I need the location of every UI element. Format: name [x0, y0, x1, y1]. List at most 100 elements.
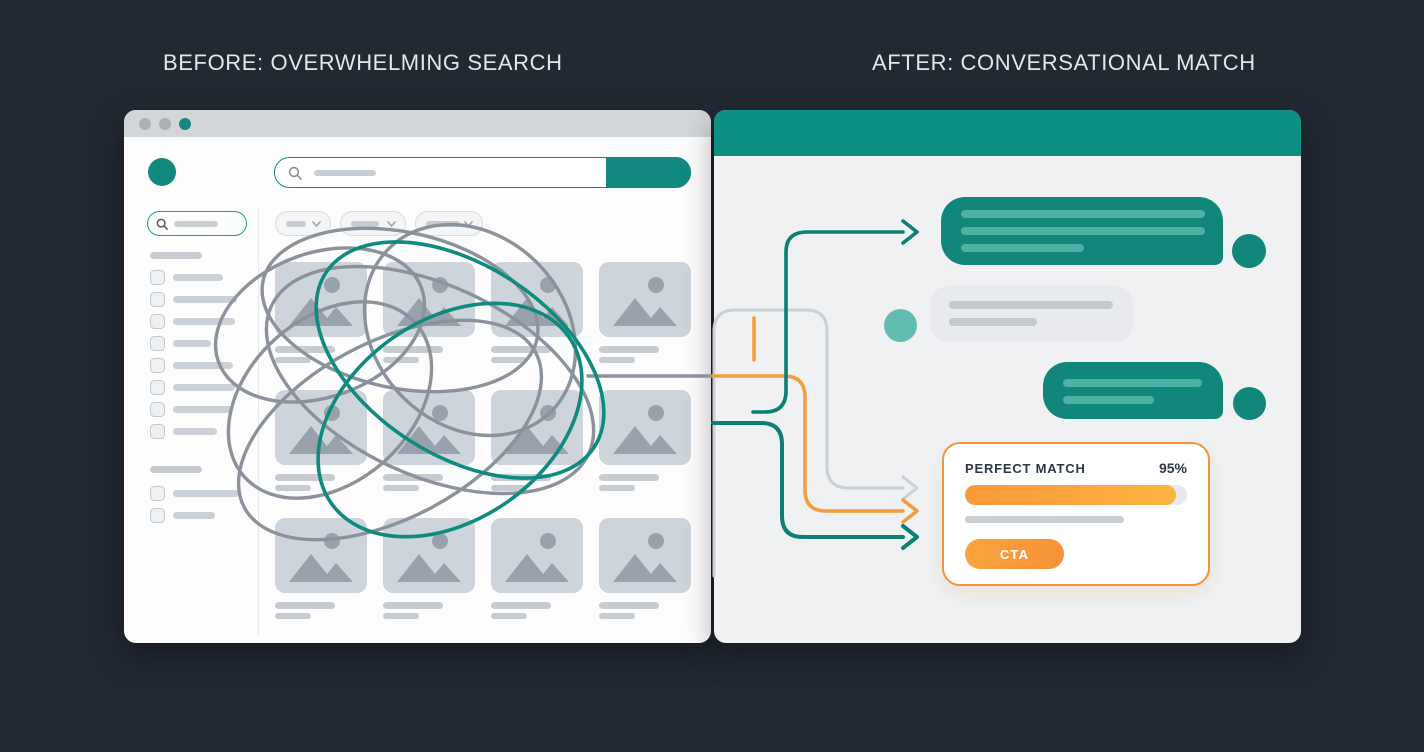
window-control-dot[interactable] [179, 117, 191, 130]
product-card[interactable] [383, 518, 475, 619]
product-text-line [383, 346, 443, 353]
chevron-down-icon [387, 221, 396, 228]
chat-text-line [949, 301, 1113, 309]
image-placeholder-icon [383, 390, 475, 465]
assistant-avatar [1233, 387, 1266, 420]
perfect-match-card: PERFECT MATCH 95% CTA [942, 442, 1210, 586]
filter-checkbox[interactable] [150, 270, 165, 285]
search-button[interactable] [606, 157, 691, 188]
sidebar-filter-item [150, 314, 252, 329]
filter-checkbox[interactable] [150, 358, 165, 373]
image-placeholder-icon [491, 262, 583, 337]
assistant-chat-bubble [941, 197, 1223, 265]
sidebar-search-input[interactable] [147, 211, 247, 236]
image-placeholder-icon [599, 262, 691, 337]
product-card[interactable] [491, 262, 583, 363]
product-text-line [383, 485, 419, 491]
product-text-line [491, 357, 527, 363]
match-progress-bar [965, 485, 1187, 505]
filter-label-line [173, 296, 237, 303]
window-control-dot[interactable] [139, 117, 151, 130]
match-card-header: PERFECT MATCH 95% [965, 460, 1187, 476]
chat-text-line [961, 227, 1205, 235]
product-card[interactable] [383, 262, 475, 363]
search-placeholder-line [174, 221, 218, 227]
product-card[interactable] [599, 390, 691, 491]
sidebar-filter-item [150, 336, 252, 351]
dropdown-label-line [351, 221, 379, 227]
chevron-down-icon [312, 221, 321, 228]
sidebar-filter-item [150, 292, 252, 307]
filter-checkbox[interactable] [150, 292, 165, 307]
filter-dropdown[interactable] [415, 211, 483, 236]
product-text-line [491, 602, 551, 609]
image-placeholder-icon [275, 390, 367, 465]
image-placeholder-icon [491, 390, 583, 465]
filter-checkbox[interactable] [150, 380, 165, 395]
product-card[interactable] [275, 518, 367, 619]
chat-text-line [949, 318, 1037, 326]
image-placeholder-icon [383, 262, 475, 337]
sidebar-group-heading-line [150, 466, 202, 473]
user-avatar [884, 309, 917, 342]
filter-dropdown[interactable] [275, 211, 331, 236]
product-card[interactable] [599, 262, 691, 363]
product-text-line [275, 474, 335, 481]
image-placeholder-icon [491, 518, 583, 593]
sidebar-filter-item [150, 270, 252, 285]
filter-checkbox[interactable] [150, 486, 165, 501]
product-card[interactable] [275, 262, 367, 363]
sidebar-filter-item [150, 486, 252, 501]
chevron-down-icon [464, 221, 473, 228]
chat-panel-after: PERFECT MATCH 95% CTA [714, 110, 1301, 643]
filter-checkbox[interactable] [150, 508, 165, 523]
product-card[interactable] [491, 390, 583, 491]
sidebar-filter-item [150, 424, 252, 439]
assistant-chat-bubble [1043, 362, 1223, 419]
site-logo [148, 158, 176, 186]
product-text-line [599, 346, 659, 353]
filter-checkbox[interactable] [150, 336, 165, 351]
browser-window-before [124, 110, 711, 643]
dropdown-label-line [286, 221, 306, 227]
chat-text-line [1063, 396, 1154, 404]
chat-panel-header [714, 110, 1301, 156]
product-card[interactable] [275, 390, 367, 491]
before-heading: BEFORE: OVERWHELMING SEARCH [163, 50, 563, 75]
filter-label-line [173, 318, 235, 325]
product-card[interactable] [599, 518, 691, 619]
filter-dropdown[interactable] [340, 211, 406, 236]
product-text-line [599, 613, 635, 619]
window-content [124, 137, 711, 643]
product-text-line [383, 602, 443, 609]
filter-checkbox[interactable] [150, 314, 165, 329]
product-card[interactable] [491, 518, 583, 619]
product-text-line [275, 602, 335, 609]
product-text-line [599, 474, 659, 481]
filter-checkbox[interactable] [150, 424, 165, 439]
search-icon [288, 166, 302, 180]
product-text-line [491, 613, 527, 619]
chat-text-line [961, 244, 1084, 252]
image-placeholder-icon [275, 518, 367, 593]
search-input[interactable] [274, 157, 691, 188]
sidebar-filter-item [150, 508, 252, 523]
filter-label-line [173, 428, 217, 435]
chat-panel-content: PERFECT MATCH 95% CTA [714, 156, 1301, 643]
window-control-dot[interactable] [159, 117, 171, 130]
product-text-line [599, 602, 659, 609]
product-card[interactable] [383, 390, 475, 491]
image-placeholder-icon [275, 262, 367, 337]
sidebar-filter-item [150, 358, 252, 373]
sidebar-group-heading-line [150, 252, 202, 259]
after-heading: AFTER: CONVERSATIONAL MATCH [872, 50, 1256, 75]
product-text-line [383, 613, 419, 619]
image-placeholder-icon [599, 518, 691, 593]
filter-label-line [173, 490, 239, 497]
cta-button[interactable]: CTA [965, 539, 1064, 569]
sidebar-divider [258, 207, 259, 635]
filter-checkbox[interactable] [150, 402, 165, 417]
search-placeholder-line [314, 170, 376, 176]
product-text-line [383, 474, 443, 481]
